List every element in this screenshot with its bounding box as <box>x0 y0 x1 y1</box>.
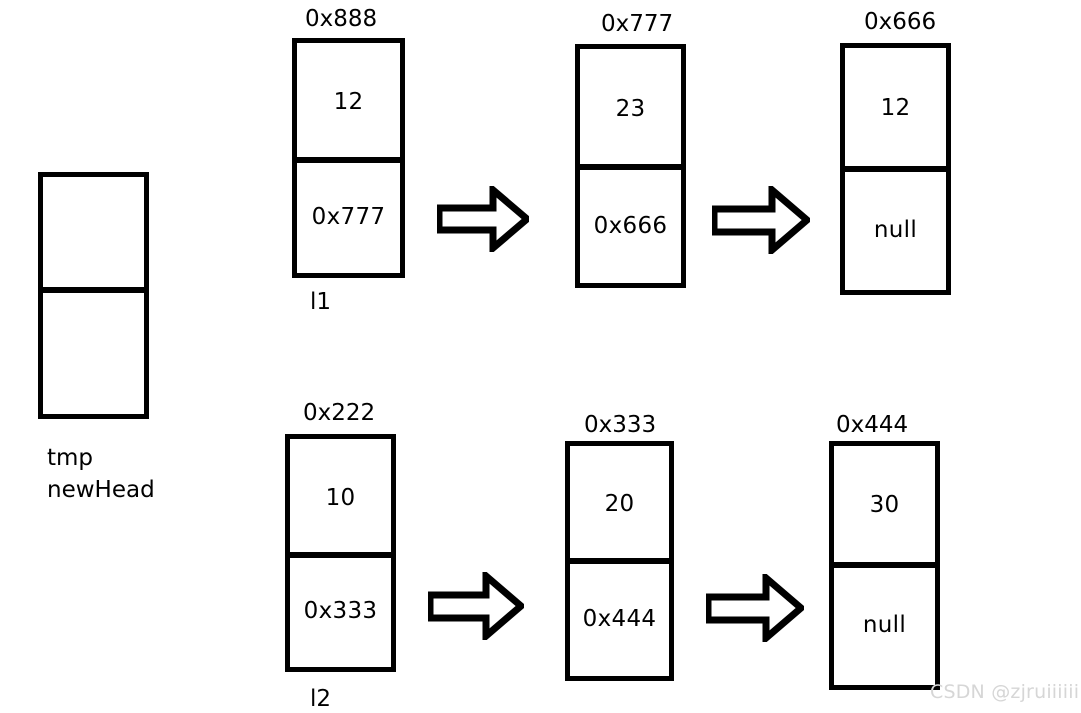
pointer-label-tmp: tmp <box>47 445 94 471</box>
list-label-l1: l1 <box>310 289 332 315</box>
address-label-0x333: 0x333 <box>584 412 657 438</box>
node-next-cell: null <box>862 611 907 638</box>
watermark-text: CSDN @zjruiiiiiii <box>930 681 1081 703</box>
address-label-0x777: 0x777 <box>601 11 674 37</box>
node-next-cell: 0x444 <box>582 605 657 632</box>
list-node-0x666: 12 null <box>840 43 951 295</box>
node-next-cell: 0x333 <box>303 597 378 624</box>
list-label-l2: l2 <box>310 686 332 712</box>
address-label-0x666: 0x666 <box>864 9 937 35</box>
arrow-right-icon <box>704 570 807 646</box>
address-label-0x444: 0x444 <box>836 412 909 438</box>
pointer-node-next-cell <box>43 291 144 414</box>
node-divider <box>830 562 939 568</box>
arrow-right-icon <box>710 182 813 258</box>
node-value-cell: 20 <box>604 491 635 517</box>
pointer-node-divider <box>39 287 148 293</box>
list-node-0x888: 12 0x777 <box>292 38 405 278</box>
pointer-node-box <box>38 172 149 419</box>
node-divider <box>566 558 673 564</box>
node-next-cell: null <box>873 216 918 243</box>
arrow-right-icon <box>435 182 533 256</box>
node-value-cell: 12 <box>333 89 364 115</box>
node-next-cell: 0x666 <box>593 212 668 239</box>
list-node-0x333: 20 0x444 <box>565 441 674 681</box>
pointer-node-value-cell <box>43 177 144 291</box>
address-label-0x222: 0x222 <box>303 400 376 426</box>
node-divider <box>576 164 685 170</box>
node-value-cell: 10 <box>325 484 356 511</box>
node-divider <box>841 166 950 172</box>
list-node-0x444: 30 null <box>829 441 940 690</box>
list-node-0x777: 23 0x666 <box>575 44 686 288</box>
address-label-0x888: 0x888 <box>305 6 378 32</box>
pointer-label-newhead: newHead <box>47 477 155 503</box>
node-divider <box>293 157 404 163</box>
arrow-right-icon <box>426 568 527 644</box>
node-value-cell: 23 <box>615 95 646 122</box>
node-value-cell: 30 <box>869 491 900 518</box>
node-value-cell: 12 <box>880 94 911 121</box>
node-next-cell: 0x777 <box>311 204 386 230</box>
list-node-0x222: 10 0x333 <box>285 434 396 672</box>
node-divider <box>286 552 395 558</box>
